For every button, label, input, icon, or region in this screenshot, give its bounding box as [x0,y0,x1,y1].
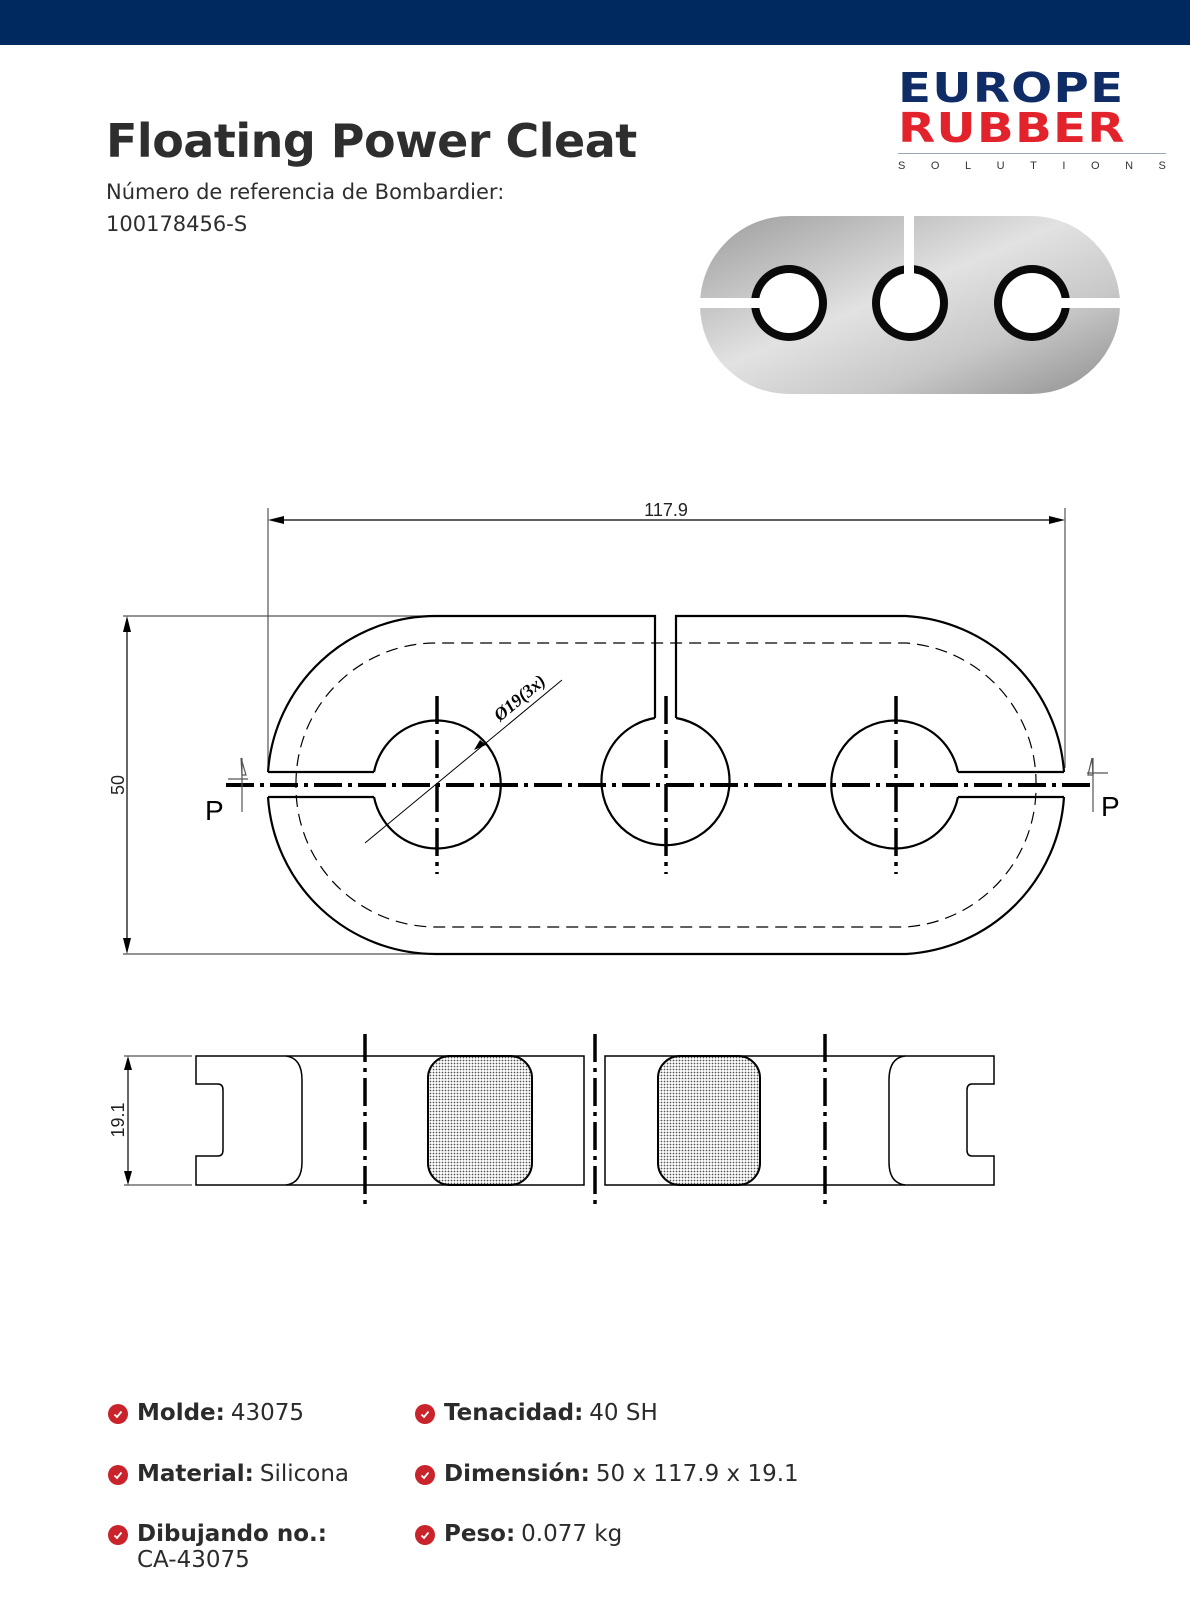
company-logo: EUROPE RUBBER S O L U T I O N S [898,68,1166,180]
spec-item-weight: Peso: 0.077 kg [415,1521,622,1547]
product-photo [698,214,1124,394]
section-mark-right: P [1087,757,1120,822]
height-dimension-label: 50 [108,775,128,795]
reference-number: 100178456-S [106,212,248,236]
technical-drawing: 117.9 50 Ø19(3x) [108,500,1120,1206]
check-circle-icon [108,1404,128,1424]
logo-line-europe: EUROPE [898,64,1125,112]
section-mark-left: P [205,757,248,826]
page-title: Floating Power Cleat [106,114,637,168]
check-circle-icon [108,1465,128,1485]
spec-item-dimension: Dimensión: 50 x 117.9 x 19.1 [415,1461,799,1487]
check-circle-icon [415,1404,435,1424]
check-circle-icon [415,1525,435,1545]
thickness-dimension-label: 19.1 [108,1102,128,1137]
section-label-right: P [1101,791,1120,822]
spec-item-drawing-no: Dibujando no.: CA-43075 [108,1521,333,1573]
logo-line-solutions: S O L U T I O N S [898,160,1166,172]
logo-line-rubber: RUBBER [898,104,1126,152]
width-dimension-label: 117.9 [644,500,688,520]
width-dimension: 117.9 [267,500,1066,768]
spec-list: Molde: 43075 Material: Silicona Dibujand… [108,1400,1108,1600]
spec-item-hardness: Tenacidad: 40 SH [415,1400,658,1426]
hole-diameter-label: Ø19(3x) [489,671,550,727]
top-banner [0,0,1190,45]
logo-divider [898,153,1166,154]
spec-item-material: Material: Silicona [108,1461,349,1487]
section-label-left: P [205,795,224,826]
spec-item-mold: Molde: 43075 [108,1400,304,1426]
cleat-side-view: 19.1 [108,1034,995,1206]
hole-diameter-dimension: Ø19(3x) [364,671,563,844]
reference-label: Número de referencia de Bombardier: [106,180,505,204]
check-circle-icon [415,1465,435,1485]
reference-block: Número de referencia de Bombardier: 1001… [106,176,504,240]
height-dimension: 50 [108,615,430,955]
check-circle-icon [108,1525,128,1545]
